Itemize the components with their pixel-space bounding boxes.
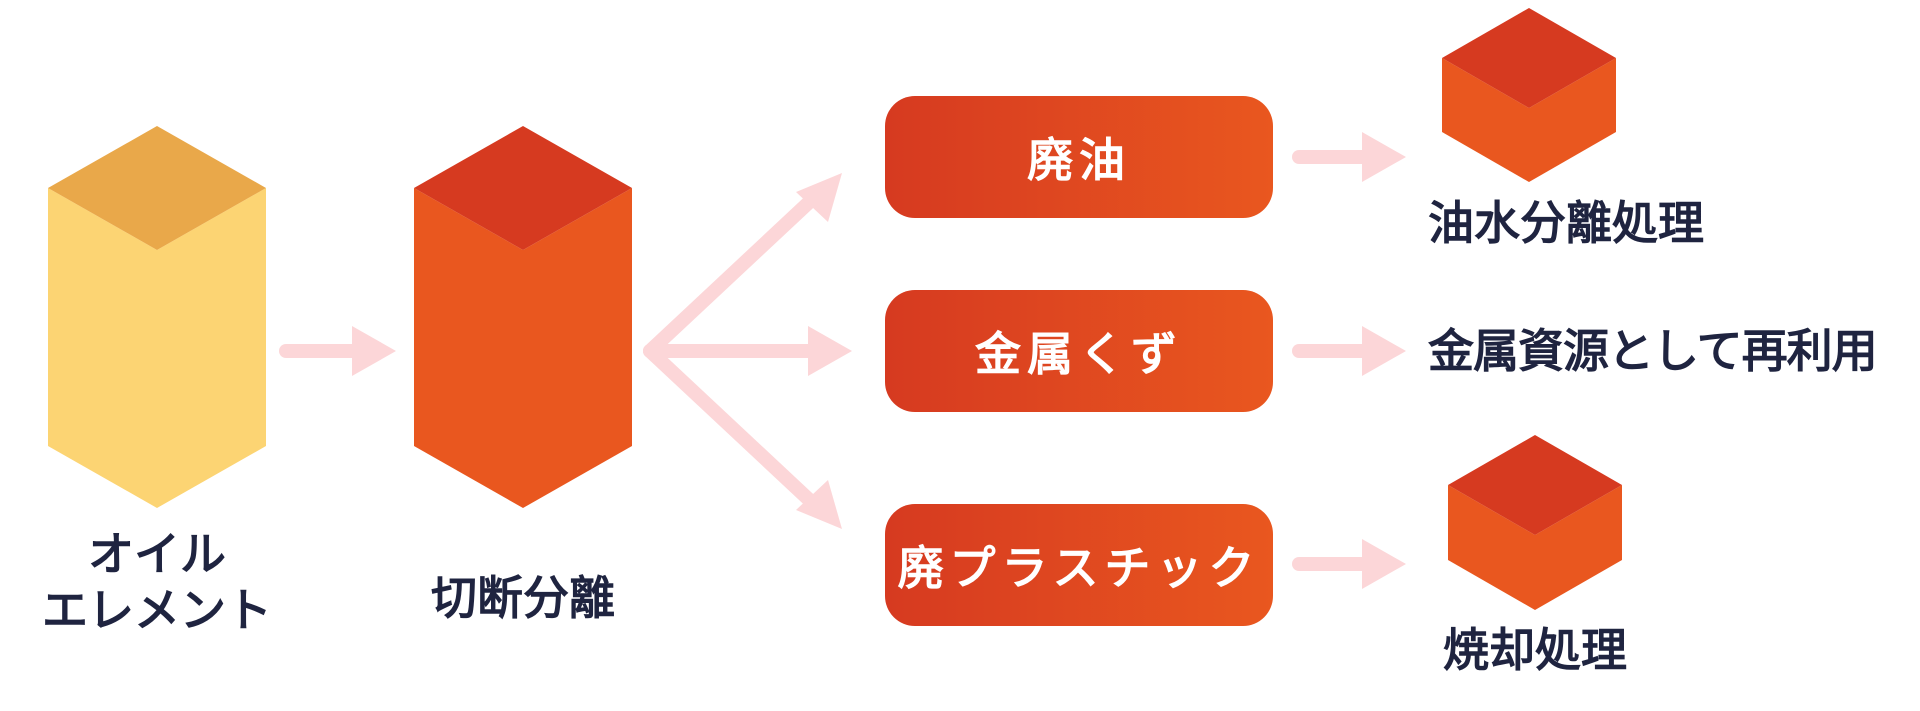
treatment-metal-reuse: 金属資源として再利用 (1428, 324, 1878, 378)
oil-element-label: オイル エレメント (37, 526, 277, 638)
cube-incineration (1448, 435, 1622, 610)
branch-arrows (643, 173, 852, 529)
oil-element-label-line2: エレメント (42, 583, 272, 637)
pill-waste-plastic: 廃プラスチック (885, 504, 1273, 626)
cutting-label: 切断分離 (431, 571, 615, 625)
arrow-to-cutting (279, 326, 396, 376)
treatment-arrows (1292, 132, 1406, 589)
cube-oil-water (1442, 8, 1616, 182)
treatment-incineration: 焼却処理 (1443, 623, 1627, 677)
pill-metal-scrap: 金属くず (885, 290, 1273, 412)
pill-waste-oil: 廃油 (885, 96, 1273, 218)
oil-element-prism (48, 126, 266, 508)
oil-element-label-line1: オイル (88, 527, 226, 581)
treatment-oil-water: 油水分離処理 (1428, 196, 1704, 250)
cut-block-prism (414, 126, 632, 508)
